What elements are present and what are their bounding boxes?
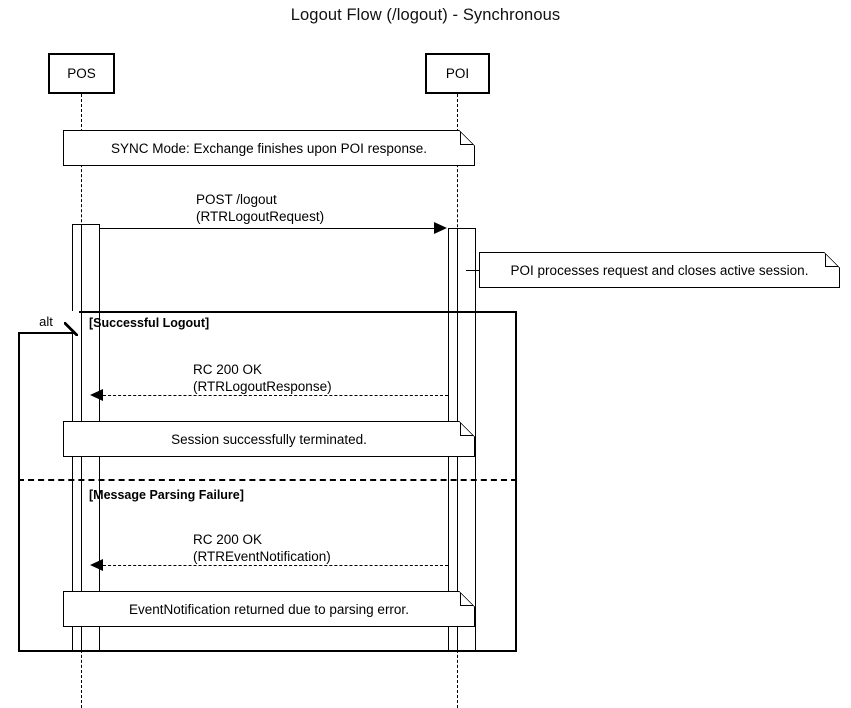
participant-pos-label: POS [67, 66, 96, 81]
message-logout-response-line1: RC 200 OK [193, 362, 263, 377]
message-post-logout-line2: (RTRLogoutRequest) [196, 209, 325, 224]
note-poi-processing-text: POI processes request and closes active … [510, 262, 809, 278]
fragment-alt-divider [18, 479, 517, 481]
note-fold-crease-icon [459, 591, 475, 607]
message-logout-response-line2: (RTRLogoutResponse) [193, 379, 332, 394]
participant-poi-label: POI [445, 66, 470, 81]
message-event-notification-line [103, 565, 448, 566]
note-sync-mode: SYNC Mode: Exchange finishes upon POI re… [63, 130, 475, 166]
message-logout-response-line [103, 395, 448, 396]
message-event-notification-line2: (RTREventNotification) [193, 549, 331, 564]
participant-poi[interactable]: POI [425, 53, 490, 94]
note-session-terminated: Session successfully terminated. [63, 421, 475, 457]
participant-pos[interactable]: POS [48, 53, 115, 94]
fragment-guard-message-parsing-failure: [Message Parsing Failure] [89, 488, 244, 502]
message-logout-response-arrowhead [90, 388, 103, 401]
page-title: Logout Flow (/logout) - Synchronous [290, 6, 561, 24]
fragment-guard-successful-logout: [Successful Logout] [89, 316, 210, 330]
fragment-alt-tab-corner-icon [64, 322, 78, 336]
note-session-terminated-text: Session successfully terminated. [171, 431, 367, 447]
fragment-alt-operator-tab: alt [18, 311, 76, 334]
message-post-logout-arrowhead [434, 221, 447, 234]
message-post-logout-line1: POST /logout [196, 192, 277, 207]
message-post-logout-label: POST /logout (RTRLogoutRequest) [196, 191, 324, 225]
message-event-notification-arrowhead [90, 558, 103, 571]
message-event-notification-label: RC 200 OK (RTREventNotification) [193, 531, 331, 565]
note-poi-processing: POI processes request and closes active … [479, 252, 840, 288]
note-fold-crease-icon [459, 421, 475, 437]
note-poi-processing-connector [466, 270, 480, 271]
fragment-alt-tab-corner-mask [64, 311, 79, 322]
note-fold-crease-icon [459, 130, 475, 146]
note-event-notification-text: EventNotification returned due to parsin… [129, 601, 409, 617]
note-event-notification: EventNotification returned due to parsin… [63, 591, 475, 627]
message-post-logout-line [81, 228, 445, 229]
note-sync-mode-text: SYNC Mode: Exchange finishes upon POI re… [111, 140, 427, 156]
message-event-notification-line1: RC 200 OK [193, 532, 263, 547]
fragment-alt [18, 311, 517, 652]
message-logout-response-label: RC 200 OK (RTRLogoutResponse) [193, 361, 332, 395]
fragment-alt-operator-label: alt [39, 314, 53, 329]
note-fold-crease-icon [824, 252, 840, 268]
